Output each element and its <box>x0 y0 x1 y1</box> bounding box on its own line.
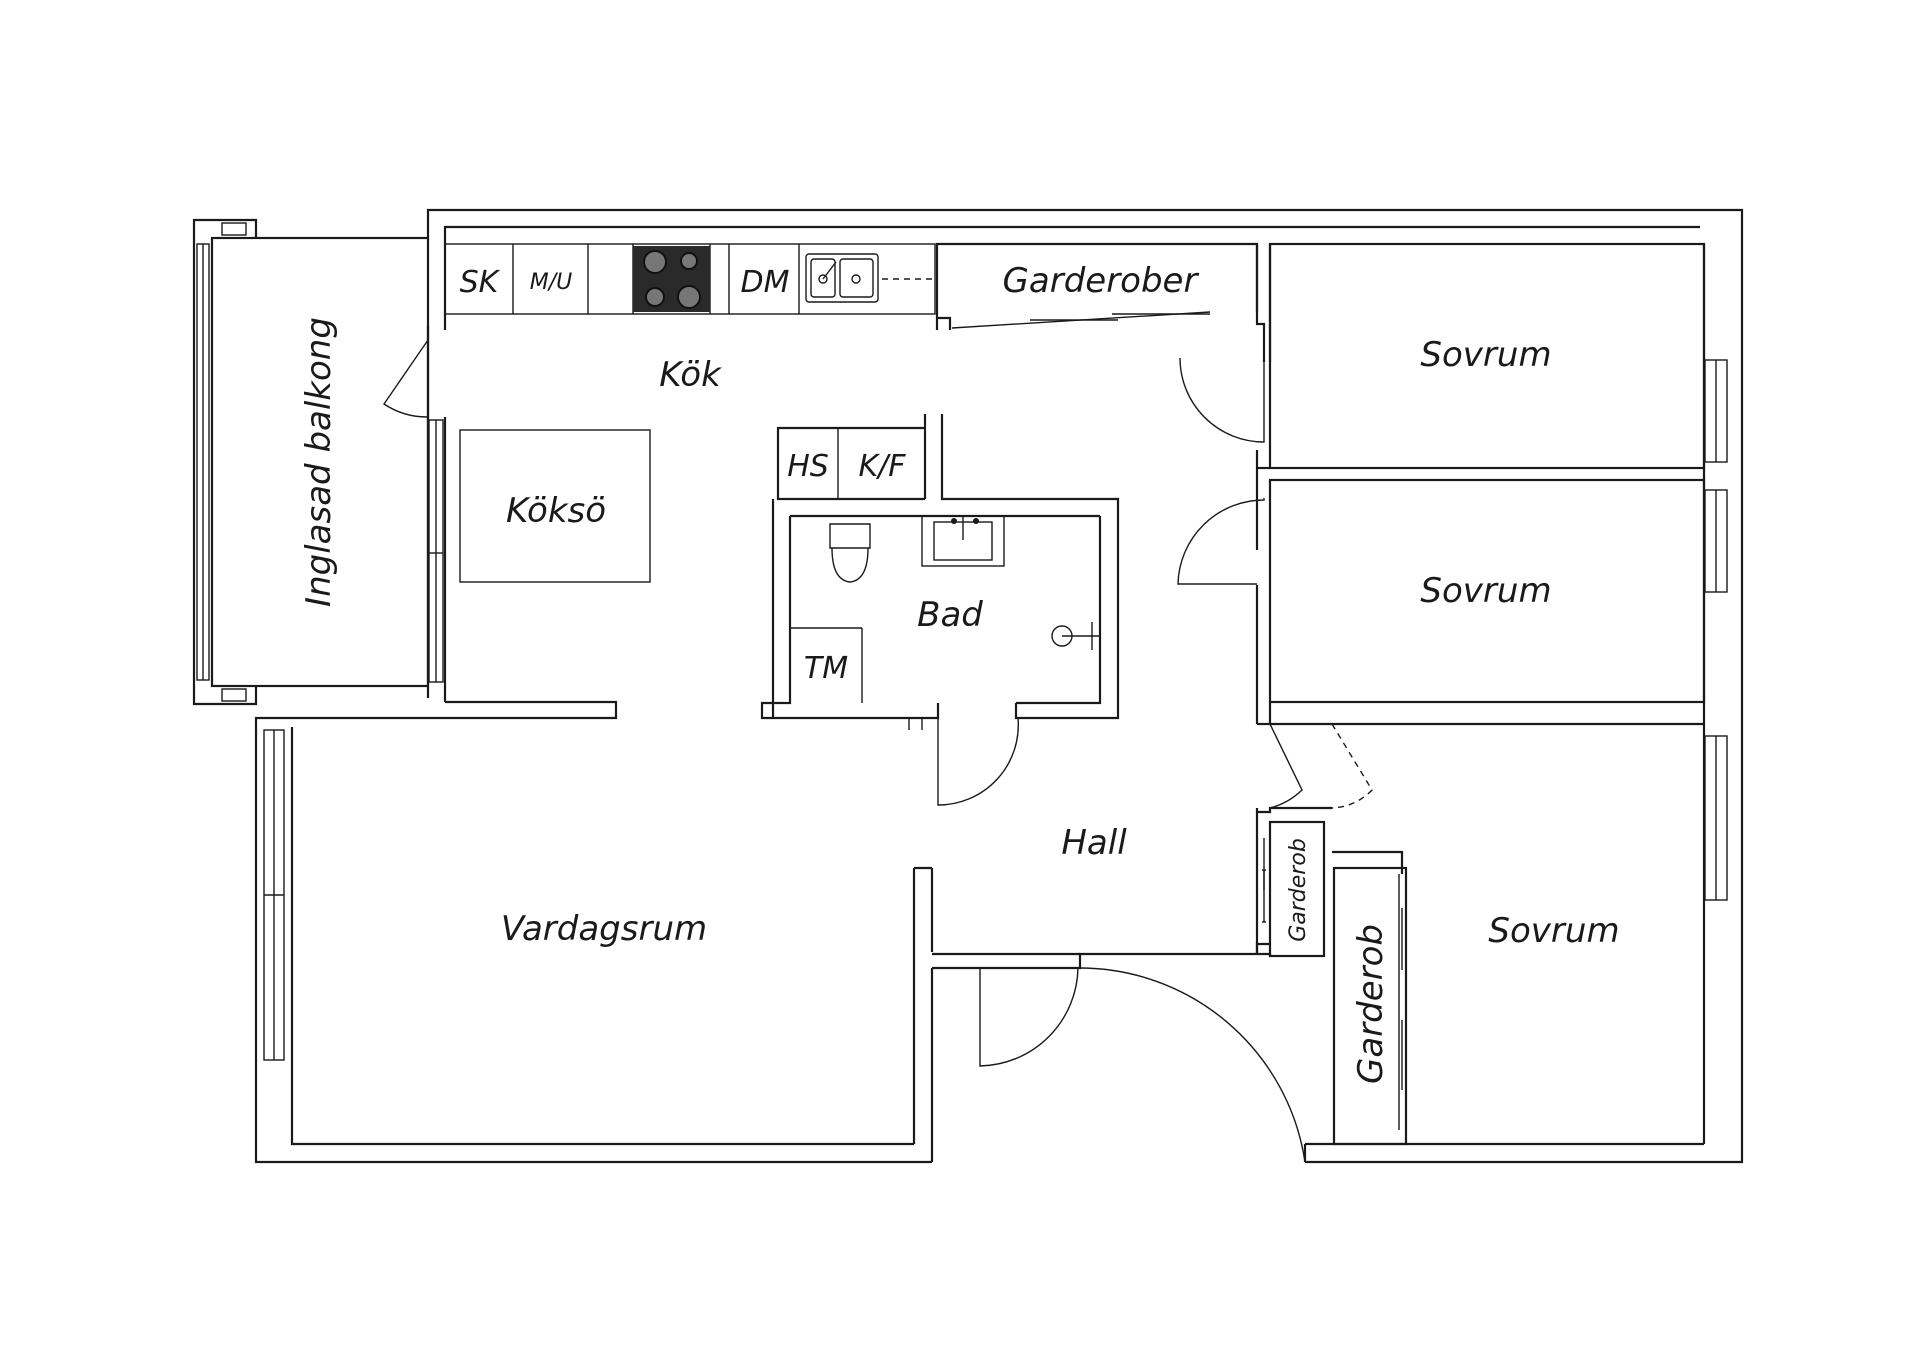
fixture-label-dryer: TM <box>804 651 848 686</box>
room-label-kitchen: Kök <box>659 355 722 395</box>
shower-icon <box>1051 622 1100 650</box>
room-label-kitchen-island: Köksö <box>506 491 606 531</box>
room-label-bedroom-1: Sovrum <box>1420 335 1551 375</box>
kitchen-island <box>459 429 651 583</box>
windows-bedrooms <box>1704 359 1728 901</box>
sink-icon <box>805 253 879 303</box>
room-label-wardrobes-kitchen: Garderober <box>1003 261 1200 301</box>
room-label-living-room: Vardagsrum <box>501 909 707 949</box>
washbasin-icon <box>921 515 1005 567</box>
room-label-bedroom-3: Sovrum <box>1488 911 1619 951</box>
fixture-label-dishwasher: DM <box>741 265 790 300</box>
interior-walls <box>912 242 1706 1162</box>
room-label-balcony: Inglasad balkong <box>299 317 339 607</box>
room-label-bathroom: Bad <box>917 595 983 635</box>
doors <box>979 357 1373 1163</box>
fixture-label-fridge: SK <box>460 265 501 300</box>
door-bathroom <box>937 717 1020 806</box>
fixture-label-heater: HS <box>787 449 829 484</box>
toilet-icon <box>829 523 871 583</box>
fixture-label-fridge-freezer: K/F <box>858 449 906 484</box>
balcony <box>192 218 430 706</box>
fixture-label-micro: M/U <box>530 270 573 295</box>
room-label-hall: Hall <box>1061 823 1127 863</box>
stove-icon <box>633 246 710 312</box>
room-label-wardrobe-small: Garderob <box>1286 838 1311 942</box>
room-label-bedroom-2: Sovrum <box>1420 571 1551 611</box>
room-label-wardrobe-large: Garderob <box>1351 924 1391 1084</box>
